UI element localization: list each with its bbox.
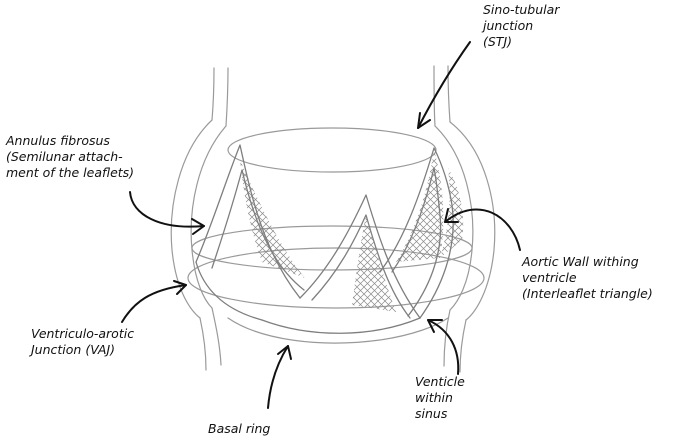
leaflet-right-outer bbox=[379, 147, 454, 319]
leaflet-right-inner bbox=[391, 167, 442, 317]
basal-ring-curve bbox=[227, 317, 449, 344]
arrow-ventricle-sinus bbox=[427, 319, 460, 375]
sinus-right-outer bbox=[449, 121, 496, 321]
sinus-left-inner bbox=[190, 125, 227, 309]
arrow-vaj bbox=[121, 280, 187, 323]
label-annulus-fibrosus: Annulus fibrosus (Semilunar attach- ment… bbox=[6, 133, 135, 180]
label-basal-ring: Basal ring bbox=[208, 421, 271, 436]
mid-ring bbox=[191, 225, 473, 271]
stj-ring bbox=[227, 127, 437, 173]
arrow-stj bbox=[417, 41, 471, 129]
arrow-aortic-wall bbox=[444, 208, 521, 251]
aorta-right-wall-outer bbox=[447, 65, 451, 123]
leaflet-left-outer bbox=[195, 144, 301, 299]
outflow-right-inner bbox=[443, 309, 451, 367]
outflow-right-outer bbox=[459, 319, 467, 373]
leaflet-center-inner bbox=[311, 214, 411, 319]
outflow-left-outer bbox=[199, 317, 207, 371]
leaflet-left-inner bbox=[211, 169, 305, 291]
outflow-left-inner bbox=[211, 307, 222, 366]
sinus-left-outer bbox=[170, 119, 213, 319]
label-vaj: Ventriculo-arotic Junction (VAJ) bbox=[31, 326, 135, 357]
aorta-left-wall-outer bbox=[211, 67, 215, 121]
arrow-annulus bbox=[129, 191, 205, 235]
label-ventricle-within-sinus: Venticle within sinus bbox=[415, 374, 465, 421]
sinus-right-inner bbox=[434, 125, 474, 311]
interleaflet-triangle-far-right bbox=[440, 168, 464, 258]
leaflet-center-base bbox=[261, 317, 421, 334]
interleaflet-triangle-left bbox=[240, 160, 305, 278]
label-aortic-wall: Aortic Wall withing ventricle (Interleaf… bbox=[522, 254, 653, 301]
label-stj: Sino-tubular junction (STJ) bbox=[483, 2, 560, 49]
interleaflet-triangle-right bbox=[396, 150, 444, 262]
leaflet-left-base bbox=[195, 261, 263, 321]
arrow-basal-ring bbox=[267, 345, 292, 409]
interleaflet-triangle-center bbox=[352, 215, 396, 312]
leaflet-center-outer bbox=[299, 194, 421, 319]
aorta-left-wall-inner bbox=[225, 67, 229, 127]
vaj-ring bbox=[187, 247, 485, 309]
